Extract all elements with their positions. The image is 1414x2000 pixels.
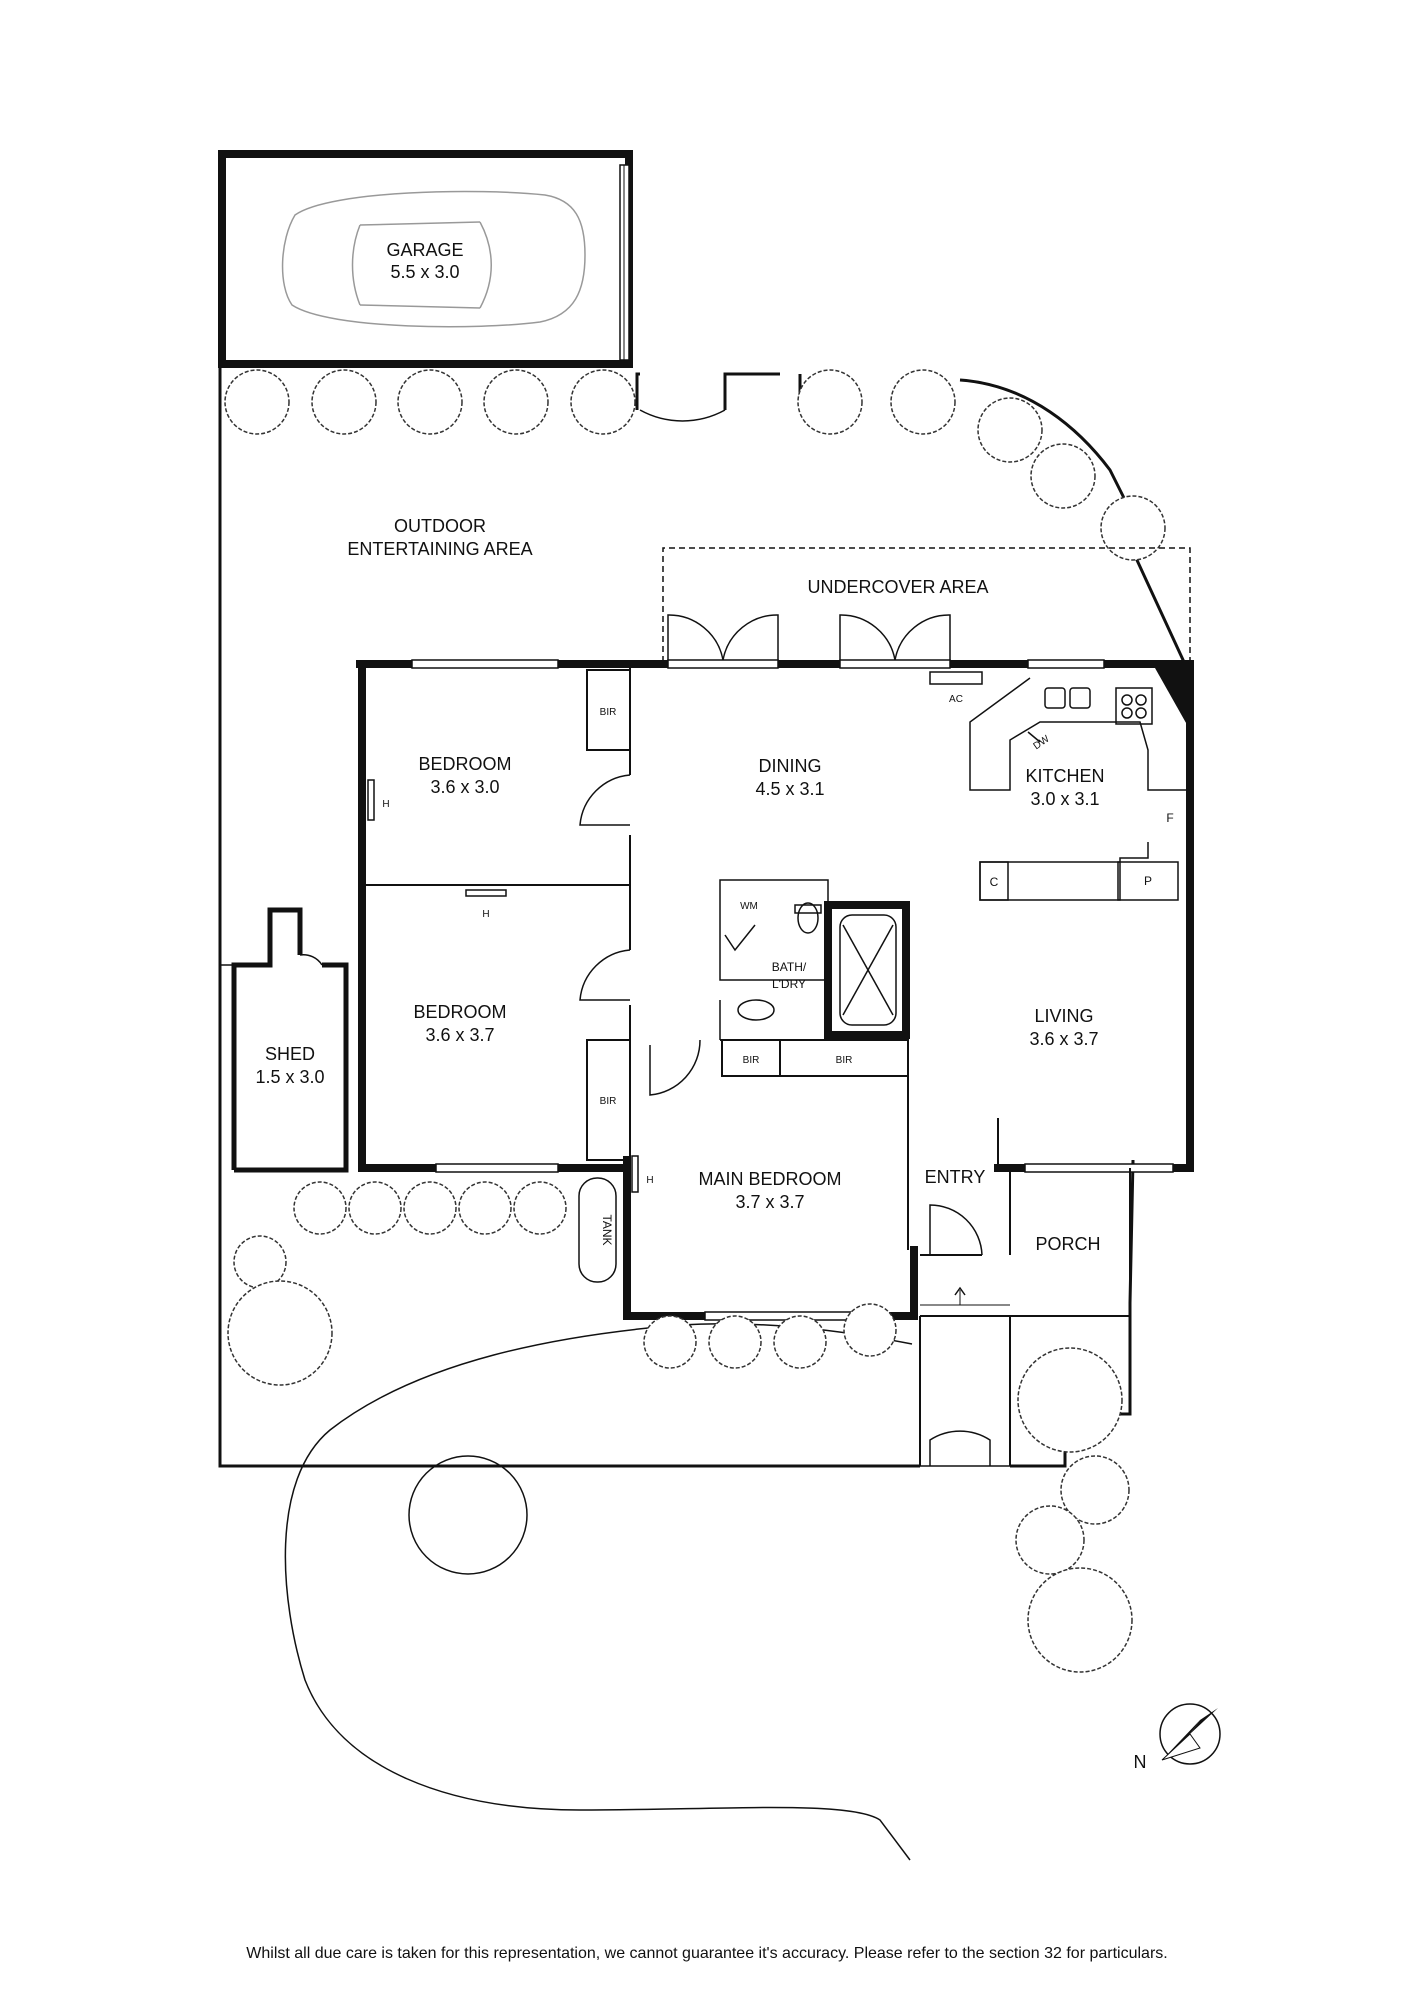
garage-name: GARAGE — [386, 240, 463, 260]
interior-doors — [579, 774, 983, 1256]
bir-label-2: BIR — [600, 1096, 617, 1107]
kitchen-dims: 3.0 x 3.1 — [1030, 789, 1099, 809]
bedroom1-name: BEDROOM — [418, 754, 511, 774]
dw-label: DW — [1032, 733, 1052, 752]
bath-line2: L'DRY — [772, 977, 806, 991]
lower-site — [284, 1286, 1065, 1861]
heater-label-2: H — [482, 909, 489, 920]
tank-label: TANK — [600, 1214, 614, 1245]
living-name: LIVING — [1034, 1006, 1093, 1026]
windows — [367, 659, 1174, 1321]
disclaimer: Whilst all due care is taken for this re… — [246, 1945, 1168, 1962]
undercover-area: UNDERCOVER AREA — [662, 547, 1191, 662]
wm-label: WM — [740, 901, 758, 912]
heater-label-1: H — [382, 799, 389, 810]
north-label: N — [1134, 1752, 1147, 1772]
tree-hedge-top — [224, 369, 1166, 561]
tank: TANK — [578, 1177, 617, 1283]
compass: N — [1134, 1703, 1221, 1772]
kitchen-name: KITCHEN — [1025, 766, 1104, 786]
fridge-label: F — [1166, 811, 1173, 825]
heater-label-3: H — [646, 1175, 653, 1186]
entry-name: ENTRY — [925, 1167, 986, 1187]
bir-label-1: BIR — [600, 707, 617, 718]
cooktop-icon — [1115, 687, 1153, 725]
porch-name: PORCH — [1035, 1234, 1100, 1254]
bath-line1: BATH/ — [772, 960, 807, 974]
kitchen-cabinets — [929, 668, 1190, 901]
shed-name: SHED — [265, 1044, 315, 1064]
bedroom2-name: BEDROOM — [413, 1002, 506, 1022]
bathroom-fixtures — [719, 879, 910, 1040]
cupboard-label: C — [990, 875, 999, 889]
main-bedroom-name: MAIN BEDROOM — [698, 1169, 841, 1189]
bir-label-3: BIR — [743, 1055, 760, 1066]
living-dims: 3.6 x 3.7 — [1029, 1029, 1098, 1049]
double-doors — [667, 614, 951, 669]
dining-dims: 4.5 x 3.1 — [755, 779, 824, 799]
undercover-label: UNDERCOVER AREA — [807, 577, 988, 597]
pantry-label: P — [1144, 874, 1152, 888]
ac-label: AC — [949, 694, 963, 705]
bir-label-4: BIR — [836, 1055, 853, 1066]
shed-dims: 1.5 x 3.0 — [255, 1067, 324, 1087]
room-labels: BEDROOM 3.6 x 3.0 DINING 4.5 x 3.1 KITCH… — [413, 754, 1104, 1254]
trees-lower — [227, 1181, 1133, 1673]
shed: SHED 1.5 x 3.0 — [220, 907, 349, 1173]
north-arrow-icon — [1162, 1720, 1200, 1760]
dining-name: DINING — [759, 756, 822, 776]
car-icon — [281, 190, 586, 328]
bedroom1-dims: 3.6 x 3.0 — [430, 777, 499, 797]
outdoor-label-line2: ENTERTAINING AREA — [347, 539, 532, 559]
outdoor-label-line1: OUTDOOR — [394, 516, 486, 536]
garage: GARAGE 5.5 x 3.0 — [218, 150, 633, 368]
bedroom2-dims: 3.6 x 3.7 — [425, 1025, 494, 1045]
garage-dims: 5.5 x 3.0 — [390, 262, 459, 282]
main-bedroom-dims: 3.7 x 3.7 — [735, 1192, 804, 1212]
